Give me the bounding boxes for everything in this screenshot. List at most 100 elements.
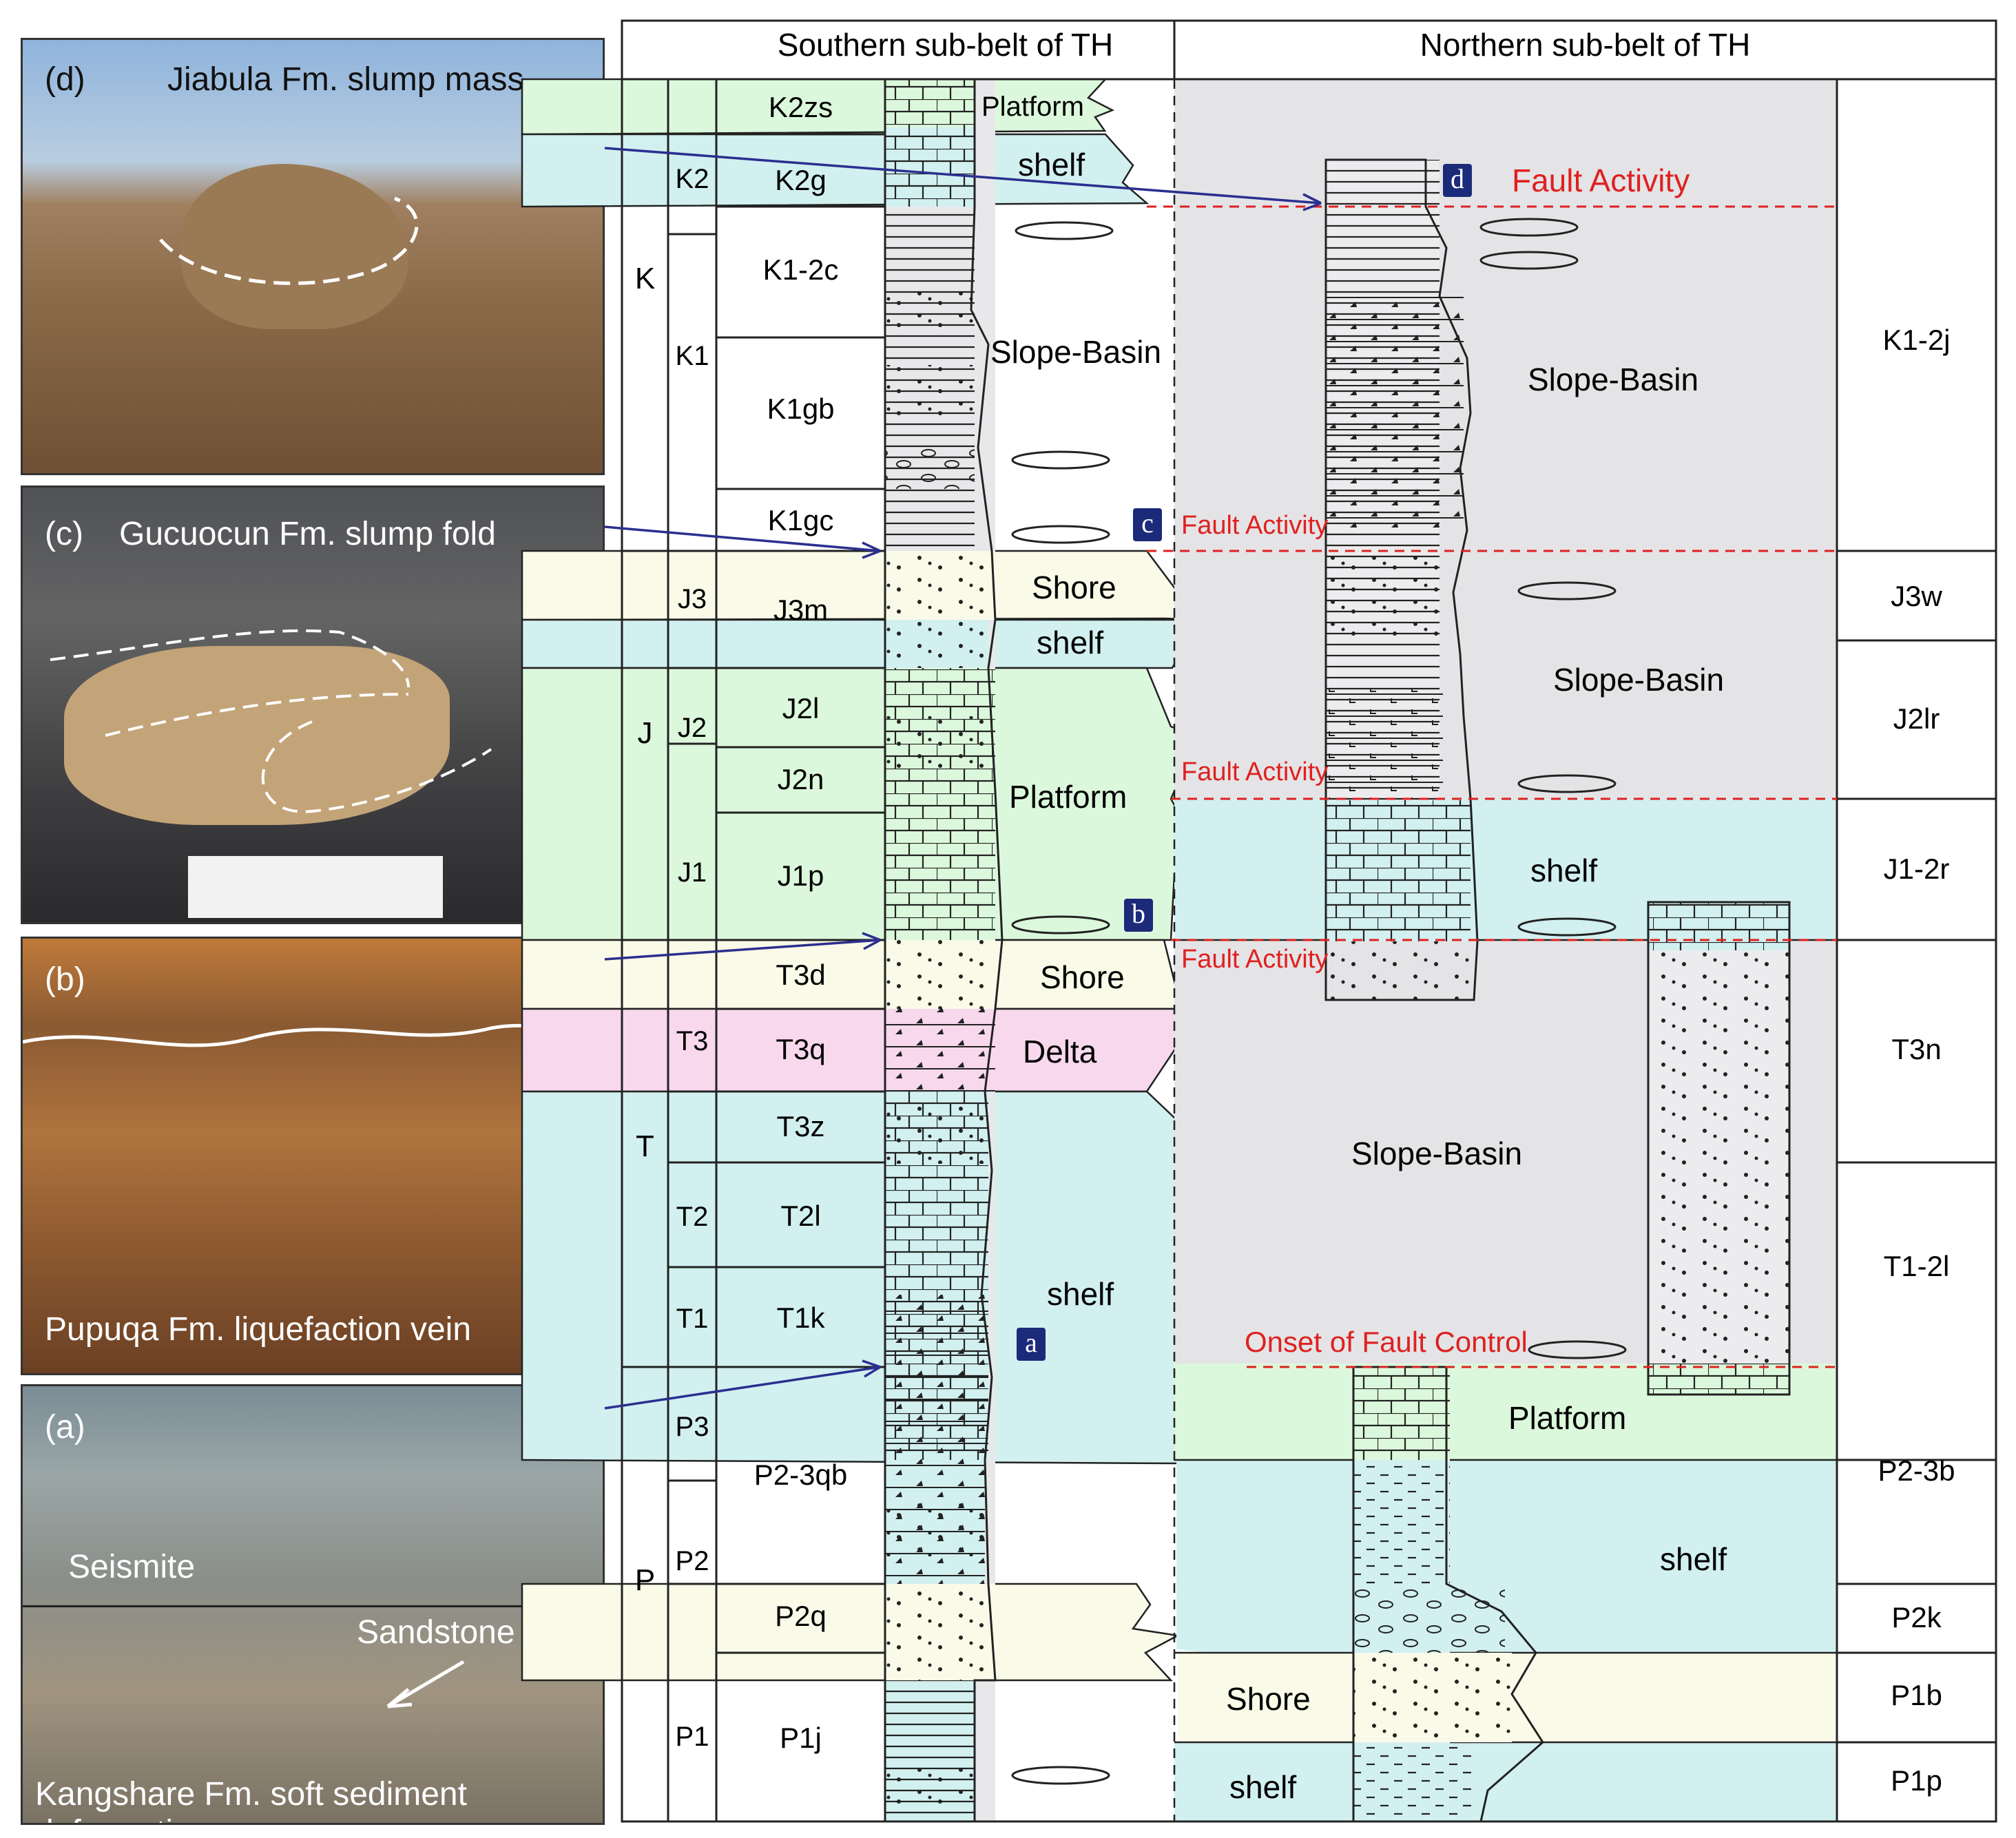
north-formation: K1-2j (1882, 324, 1951, 356)
photo-a-letter: (a) (45, 1409, 85, 1445)
system-label: P (634, 1563, 656, 1597)
south-formation: K1gc (767, 504, 834, 536)
env-label-south: shelf (1018, 147, 1085, 182)
env-label-south: shelf (1037, 625, 1104, 660)
south-formation: J2n (777, 763, 824, 795)
photo-b-caption: Pupuqa Fm. liquefaction vein (45, 1311, 472, 1348)
marker-d: d (1443, 164, 1472, 197)
fill-north-shelf-p1 (1174, 1742, 1837, 1821)
photo-c-caption: Gucuocun Fm. slump fold (119, 516, 496, 552)
photo-c-letter: (c) (45, 516, 83, 552)
south-formation: P2-3qb (754, 1459, 848, 1491)
photo-a-caption: Kangshare Fm. soft sediment deformation (35, 1776, 467, 1823)
fill-north-shelf-p2 (1176, 1460, 1837, 1653)
photo-d-caption: Jiabula Fm. slump mass (167, 61, 524, 98)
env-label-north: shelf (1229, 1769, 1297, 1805)
north-formation: J2lr (1893, 702, 1940, 735)
series-label: K1 (675, 341, 709, 371)
series-label: P2 (675, 1546, 709, 1576)
env-label-north: Slope-Basin (1351, 1136, 1523, 1171)
chart-grid (621, 19, 1997, 1823)
series-label: P3 (675, 1412, 709, 1442)
north-lithology-columns (1324, 158, 1791, 1823)
south-formation: T3z (776, 1110, 825, 1142)
south-formation: K1-2c (762, 253, 839, 286)
env-label-south: Shore (1040, 959, 1125, 995)
series-label: K2 (675, 164, 709, 194)
env-label-south: Slope-Basin (990, 334, 1162, 370)
photo-c-slump-fold: (c) Gucuocun Fm. slump fold (21, 485, 605, 924)
env-label-south: shelf (1047, 1276, 1114, 1312)
south-formation: P2q (775, 1600, 827, 1632)
south-formation: T2l (780, 1200, 821, 1232)
north-formation: P1b (1891, 1679, 1942, 1711)
env-label-south: Platform (1009, 779, 1127, 815)
photo-d-slump-mass: (d) Jiabula Fm. slump mass (21, 38, 605, 475)
photo-d-letter: (d) (45, 61, 85, 98)
marker-c: c (1133, 508, 1162, 541)
photo-a-seismite-label: Seismite (68, 1549, 196, 1585)
nodule-symbols (1011, 218, 1627, 1785)
photo-b-letter: (b) (45, 961, 85, 998)
header-north: Northern sub-belt of TH (1420, 27, 1751, 63)
south-formation: T3q (776, 1033, 826, 1065)
north-formation: P2k (1891, 1601, 1942, 1633)
north-formation: T3n (1891, 1033, 1942, 1065)
correlation-arrows (604, 147, 1322, 1410)
fault-activity-label: Fault Activity (1181, 511, 1329, 540)
north-formation: P1p (1891, 1764, 1942, 1797)
series-label: T2 (676, 1202, 709, 1232)
south-formation: J2l (782, 692, 820, 724)
env-label-south: Shore (1032, 570, 1116, 605)
env-label-north: shelf (1530, 853, 1598, 888)
series-label: J3 (677, 584, 707, 614)
photo-panels: (d) Jiabula Fm. slump mass (c) Gucuocun … (0, 0, 620, 1838)
marker-a: a (1017, 1328, 1046, 1361)
marker-b: b (1124, 899, 1153, 932)
series-label: P1 (675, 1722, 709, 1752)
env-label-north: Shore (1226, 1681, 1311, 1717)
env-label-north: shelf (1660, 1541, 1727, 1577)
photo-a-divider (23, 1605, 603, 1607)
env-label-north: Slope-Basin (1553, 662, 1725, 698)
fault-activity-label: Fault Activity (1512, 163, 1690, 198)
series-label: J2 (677, 713, 707, 743)
photo-a-soft-sediment: (a) Seismite Sandstone wall Kangshare Fm… (21, 1384, 605, 1825)
system-label: T (636, 1129, 654, 1163)
series-label: T1 (676, 1304, 709, 1334)
fault-activity-label: Fault Activity (1181, 758, 1329, 786)
south-formation: T3d (776, 959, 826, 991)
env-label-north: Platform (1508, 1400, 1627, 1436)
photo-c-fold-body (64, 646, 450, 825)
photo-c-outline (50, 629, 492, 813)
south-col-profile (884, 78, 1004, 1823)
series-label: J1 (677, 857, 707, 888)
photo-b-liquefaction-vein: (b) S0 Pupuqa Fm. liquefaction vein (21, 937, 605, 1375)
north-formation: P2-3b (1878, 1454, 1955, 1487)
photo-c-scale-bar (188, 856, 443, 918)
series-label: T3 (676, 1026, 709, 1056)
south-lithology-column (884, 78, 1004, 1823)
south-formation: K2zs (768, 91, 833, 123)
north-col-1-profile (1324, 158, 1479, 1001)
onset-fault-control-label: Onset of Fault Control (1245, 1326, 1528, 1358)
env-label-south: Delta (1023, 1034, 1097, 1069)
north-formation: J3w (1891, 580, 1942, 612)
system-label: J (637, 716, 653, 750)
south-formation: J1p (777, 859, 824, 892)
header-south: Southern sub-belt of TH (777, 27, 1114, 63)
south-formation: K2g (775, 164, 827, 196)
north-col-2-profile (1647, 901, 1791, 1396)
env-label-north: Slope-Basin (1528, 362, 1699, 397)
photo-d-outline (159, 196, 419, 285)
fault-lines (1147, 205, 1837, 1368)
south-formation: P1j (780, 1722, 822, 1754)
south-formation: J3m (773, 594, 829, 626)
system-label: K (634, 262, 656, 295)
photo-d-slump-rock (181, 164, 408, 329)
photo-a-arrow (386, 1660, 465, 1709)
north-formation: J1-2r (1883, 853, 1950, 885)
north-formation: T1-2l (1883, 1250, 1950, 1282)
